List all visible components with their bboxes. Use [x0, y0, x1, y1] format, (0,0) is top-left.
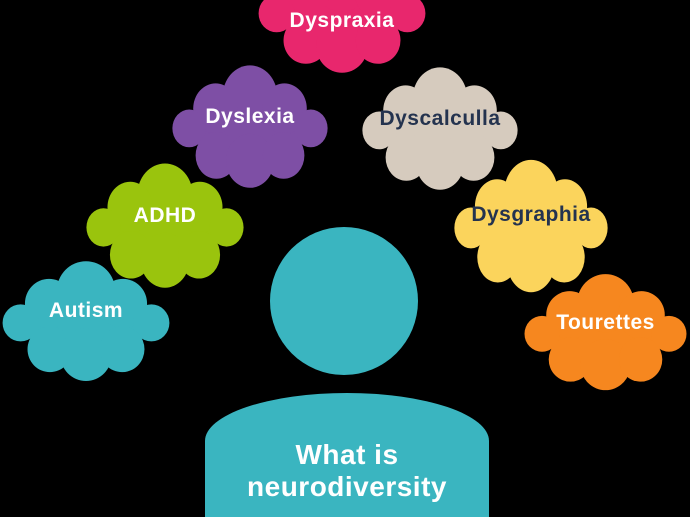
cloud-label-dyspraxia: Dyspraxia: [289, 8, 395, 32]
cloud-dysgraphia: Dysgraphia: [452, 154, 610, 300]
cloud-tourettes: Tourettes: [522, 269, 689, 397]
cloud-dyspraxia: Dyspraxia: [256, 0, 428, 80]
main-title: What is neurodiversity: [205, 439, 489, 504]
cloud-label-dyscalculla: Dyscalculla: [379, 106, 501, 130]
cloud-label-dysgraphia: Dysgraphia: [471, 203, 591, 227]
cloud-label-tourettes: Tourettes: [556, 310, 655, 334]
cloud-label-adhd: ADHD: [133, 203, 197, 227]
cloud-dyslexia: Dyslexia: [170, 60, 330, 195]
main-title-line2: neurodiversity: [247, 471, 447, 503]
cloud-adhd: ADHD: [84, 158, 246, 295]
cloud-dyscalculla: Dyscalculla: [360, 62, 520, 197]
main-title-line1: What is: [295, 439, 399, 470]
cloud-label-dyslexia: Dyslexia: [205, 104, 295, 128]
person-head-icon: [270, 227, 418, 375]
cloud-autism: Autism: [0, 256, 172, 388]
person-body-icon: What is neurodiversity: [205, 393, 489, 517]
cloud-label-autism: Autism: [48, 299, 124, 323]
